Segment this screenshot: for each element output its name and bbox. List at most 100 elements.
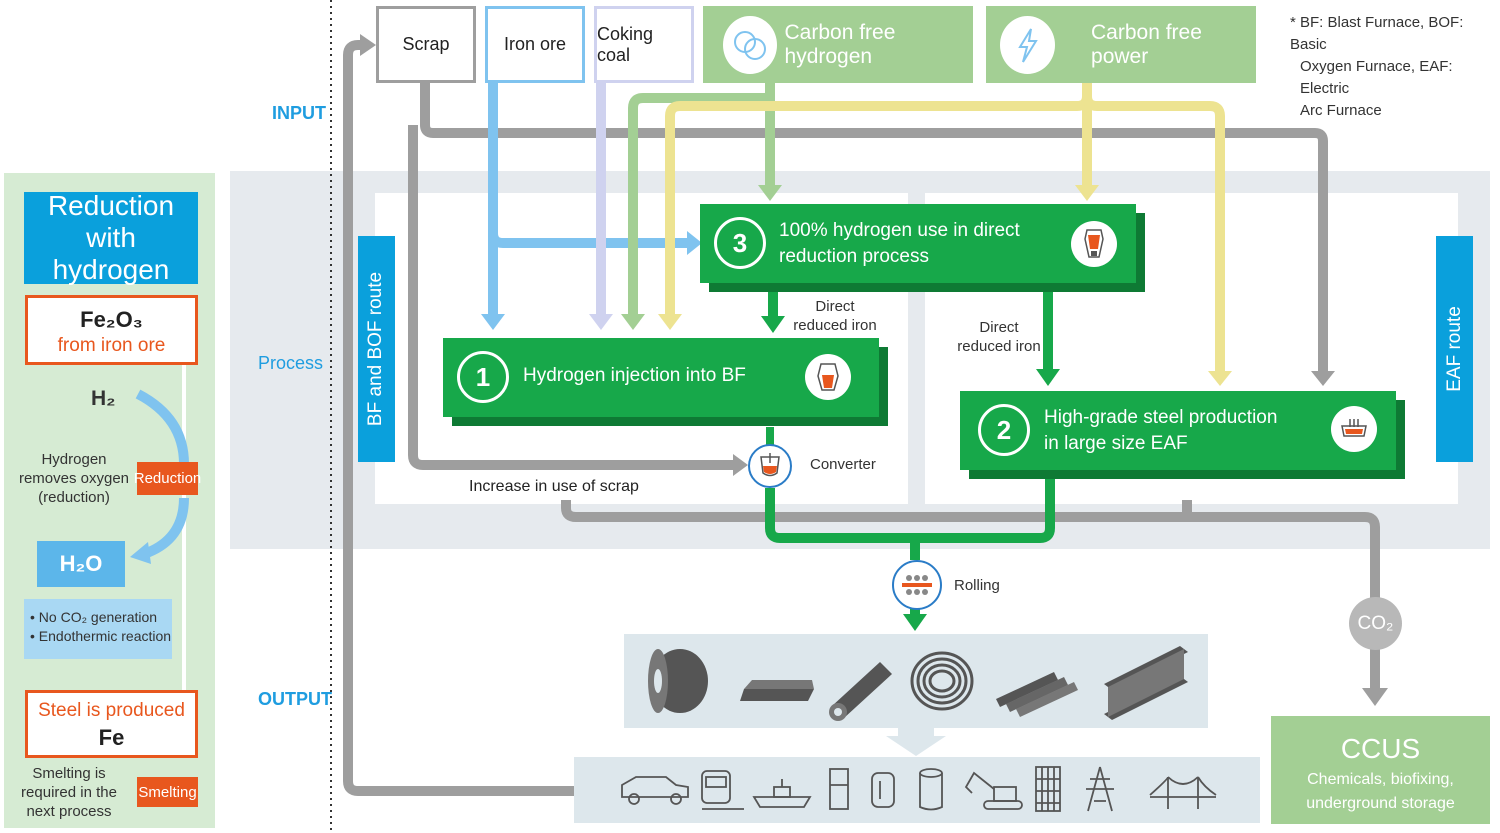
h2o-label: H₂O (59, 551, 103, 576)
smelting-text-line: next process (26, 803, 112, 820)
from-ore-text: from iron ore (57, 335, 166, 356)
fe2o3-box: Fe₂O₃ from iron ore (25, 295, 198, 365)
footnote-line: Oxygen Furnace, EAF: Electric (1300, 58, 1453, 97)
excavator-icon (964, 771, 1023, 810)
smelting-badge: Smelting (137, 777, 198, 807)
footnote-line: * BF: Blast Furnace, BOF: Basic (1290, 14, 1464, 53)
h-beam-icon (1104, 646, 1188, 720)
hydrogen-text-line: (reduction) (38, 489, 110, 506)
bar-icon (996, 672, 1078, 717)
hydrogen-molecule-icon (723, 15, 777, 74)
hydrogen-text-line: Hydrogen (41, 451, 107, 468)
smelting-text: Smelting is required in the next process (10, 764, 128, 821)
smelting-text-line: required in the (21, 784, 117, 801)
steel-produced-text: Steel is produced (38, 700, 185, 721)
process-2-title-line: High-grade steel production (1044, 407, 1278, 428)
rolling-label: Rolling (954, 577, 1000, 594)
smelting-text-line: Smelting is (32, 765, 106, 782)
wire-rod-icon (910, 651, 974, 711)
fe-label: Fe (98, 725, 125, 750)
slab-icon (740, 680, 814, 701)
blast-furnace-icon (805, 354, 851, 400)
hydrogen-text: Hydrogen removes oxygen (reduction) (14, 450, 134, 507)
ccus-line: underground storage (1306, 795, 1455, 812)
rolling-icon (892, 560, 942, 610)
refrigerator-icon (829, 768, 849, 810)
shaft-furnace-icon (1071, 221, 1117, 267)
converter-icon (748, 444, 792, 488)
left-title-box: Reduction with hydrogen (24, 190, 198, 285)
left-title-line: hydrogen (52, 254, 170, 285)
process-3-title-line: 100% hydrogen use in direct (779, 220, 1020, 241)
hydrogen-text-line: removes oxygen (18, 470, 130, 487)
h2o-note: • Endothermic reaction (30, 628, 172, 644)
bridge-icon (1149, 776, 1217, 809)
h2o-note: • No CO₂ generation (30, 609, 158, 625)
process-3-title: 100% hydrogen use in direct reduction pr… (779, 218, 1020, 270)
fe2o3-formula: Fe₂O₃ (80, 307, 143, 332)
process-2-box: 2 High-grade steel production in large s… (960, 391, 1396, 470)
ccus-line: Chemicals, biofixing, (1307, 771, 1454, 788)
power-label: Carbon free power (1091, 20, 1202, 68)
dri-label-b: Direct reduced iron (950, 318, 1048, 356)
reduction-arrows (130, 365, 189, 690)
scrap-input: Scrap (376, 6, 476, 83)
stage-process-label: Process (258, 353, 324, 373)
process-2-title-line: in large size EAF (1044, 433, 1188, 454)
process-1-title: Hydrogen injection into BF (523, 365, 746, 386)
can-icon (871, 772, 895, 808)
building-icon (1035, 766, 1061, 812)
footnote-line: Arc Furnace (1300, 102, 1382, 119)
lightning-icon (1000, 15, 1056, 74)
stage-input-label: INPUT (272, 103, 326, 123)
iron-ore-label: Iron ore (503, 34, 567, 54)
electric-arc-furnace-icon (1331, 406, 1377, 452)
eaf-route-label: EAF route (1436, 236, 1473, 462)
dri-label-a: Direct reduced iron (786, 297, 884, 335)
coil-icon (648, 649, 708, 713)
dri-label-a-line: Direct (815, 298, 855, 315)
dri-label-b-line: reduced iron (957, 338, 1041, 355)
power-input: Carbon free power (986, 6, 1256, 83)
eaf-route-text: EAF route (1443, 306, 1465, 392)
h2o-box: H₂O (37, 541, 125, 587)
process-2-title: High-grade steel production in large siz… (1044, 405, 1277, 457)
process-1-number: 1 (457, 351, 509, 403)
hydrogen-label: Carbon free hydrogen (784, 20, 896, 68)
steel-box: Steel is produced Fe (25, 690, 198, 758)
converter-label: Converter (810, 456, 876, 473)
iron-ore-input: Iron ore (485, 6, 585, 83)
coking-coal-input: Coking coal (594, 6, 694, 83)
scrap-increase-label: Increase in use of scrap (469, 478, 639, 495)
stage-output-label: OUTPUT (258, 689, 332, 709)
ccus-title: CCUS (1340, 733, 1421, 764)
process-3-number: 3 (714, 217, 766, 269)
h2-label: H₂ (91, 387, 116, 410)
co2-label: CO₂ (1357, 612, 1394, 634)
left-title-line: Reduction with (47, 190, 175, 253)
hydrogen-input: Carbon free hydrogen (703, 6, 973, 83)
steel-products (648, 646, 1188, 721)
train-icon (701, 770, 744, 810)
bf-bof-route-text: BF and BOF route (365, 271, 387, 427)
power-tower-icon (1086, 766, 1114, 812)
pipe-icon (829, 662, 892, 721)
car-icon (621, 776, 689, 805)
co2-bubble: CO₂ (1349, 597, 1402, 650)
process-3-title-line: reduction process (779, 246, 929, 267)
ship-icon (752, 779, 812, 808)
dri-label-a-line: reduced iron (793, 317, 877, 334)
coking-coal-label: Coking coal (597, 23, 654, 65)
footnote: * BF: Blast Furnace, BOF: Basic Oxygen F… (1290, 12, 1495, 122)
scrap-label: Scrap (402, 34, 450, 54)
process-3-box: 3 100% hydrogen use in direct reduction … (700, 204, 1136, 283)
bf-bof-route-label: BF and BOF route (358, 236, 395, 462)
ccus-box: CCUS Chemicals, biofixing, underground s… (1271, 716, 1490, 824)
dri-label-b-line: Direct (979, 319, 1019, 336)
h2o-notes: • No CO₂ generation • Endothermic reacti… (24, 599, 172, 659)
drum-icon (919, 768, 943, 811)
applications (621, 766, 1217, 812)
process-1-box: 1 Hydrogen injection into BF (443, 338, 879, 417)
reduction-badge: Reduction (134, 462, 201, 495)
